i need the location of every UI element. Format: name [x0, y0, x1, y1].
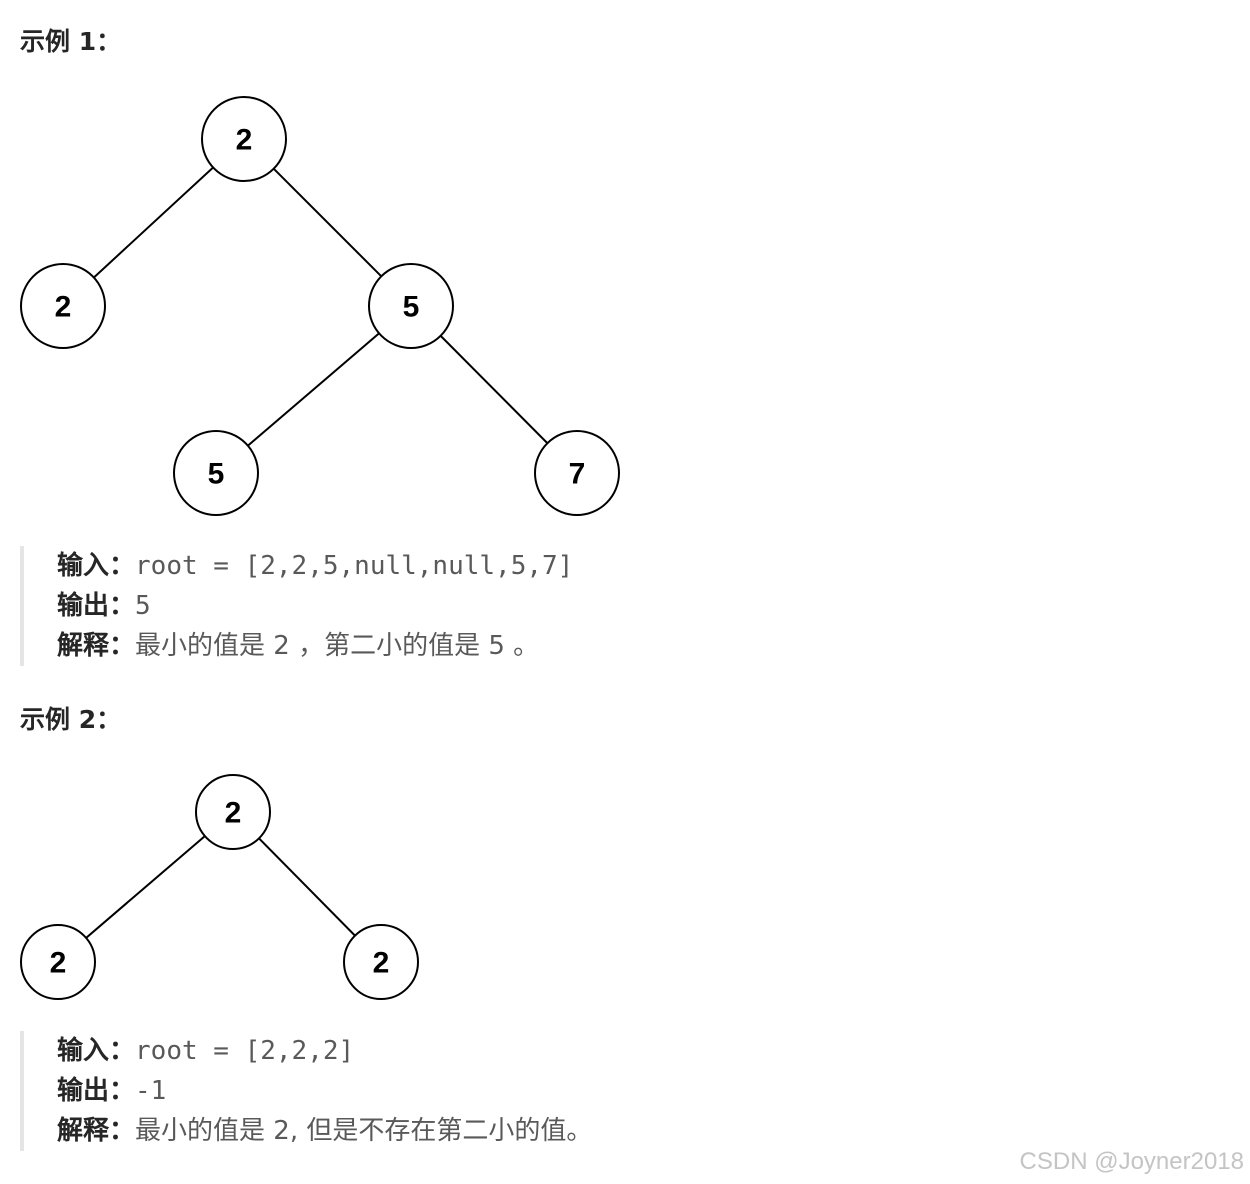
output-line: 输出：-1: [57, 1071, 592, 1111]
tree-node-circle: [201, 96, 287, 182]
explanation-value: 最小的值是 2 ，第二小的值是 5 。: [135, 631, 540, 661]
tree-node-value: 2: [55, 291, 72, 324]
tree-node-circle: [368, 263, 454, 349]
tree-node: 7: [534, 430, 620, 516]
csdn-watermark: CSDN @Joyner2018: [1019, 1148, 1244, 1175]
tree-node: 2: [20, 924, 96, 1000]
explanation-value: 最小的值是 2, 但是不存在第二小的值。: [135, 1116, 593, 1146]
example-2-heading: 示例 2：: [20, 705, 122, 734]
tree-node-value: 5: [208, 458, 225, 491]
tree-node: 2: [20, 263, 106, 349]
input-value: root = [2,2,5,null,null,5,7]: [135, 551, 574, 581]
explanation-line: 解释：最小的值是 2 ，第二小的值是 5 。: [57, 626, 573, 666]
example-1-tree-diagram: 2 2 5 5 7: [20, 96, 620, 516]
output-line: 输出：5: [57, 586, 573, 626]
tree-node-circle: [20, 263, 106, 349]
tree-node: 5: [173, 430, 259, 516]
input-value: root = [2,2,2]: [135, 1036, 355, 1066]
tree-node-circle: [173, 430, 259, 516]
example-1-heading: 示例 1：: [20, 27, 122, 56]
output-label: 输出：: [57, 591, 136, 621]
input-line: 输入：root = [2,2,2]: [57, 1031, 592, 1071]
tree-node-value: 5: [403, 291, 420, 324]
tree-node-circle: [534, 430, 620, 516]
tree-node-value: 2: [225, 797, 242, 830]
example-2-io-block: 输入：root = [2,2,2] 输出：-1 解释：最小的值是 2, 但是不存…: [20, 1031, 592, 1151]
output-label: 输出：: [57, 1076, 136, 1106]
explanation-label: 解释：: [57, 631, 136, 661]
output-value: 5: [135, 591, 151, 621]
explanation-line: 解释：最小的值是 2, 但是不存在第二小的值。: [57, 1111, 592, 1151]
example-2-tree-diagram: 2 2 2: [20, 774, 419, 1000]
tree-node-value: 2: [50, 947, 67, 980]
tree-node-value: 2: [236, 124, 253, 157]
input-label: 输入：: [57, 551, 136, 581]
tree-edge: [57, 811, 234, 963]
input-label: 输入：: [57, 1036, 136, 1066]
tree-node-circle: [20, 924, 96, 1000]
tree-node-circle: [343, 924, 419, 1000]
tree-node: 5: [368, 263, 454, 349]
output-value: -1: [135, 1076, 167, 1106]
tree-node-circle: [195, 774, 271, 850]
input-line: 输入：root = [2,2,5,null,null,5,7]: [57, 546, 573, 586]
tree-node: 2: [195, 774, 271, 850]
explanation-label: 解释：: [57, 1116, 136, 1146]
tree-node-value: 2: [373, 947, 390, 980]
example-1-io-block: 输入：root = [2,2,5,null,null,5,7] 输出：5 解释：…: [20, 546, 573, 666]
tree-node-value: 7: [569, 458, 586, 491]
tree-node: 2: [343, 924, 419, 1000]
tree-node: 2: [201, 96, 287, 182]
